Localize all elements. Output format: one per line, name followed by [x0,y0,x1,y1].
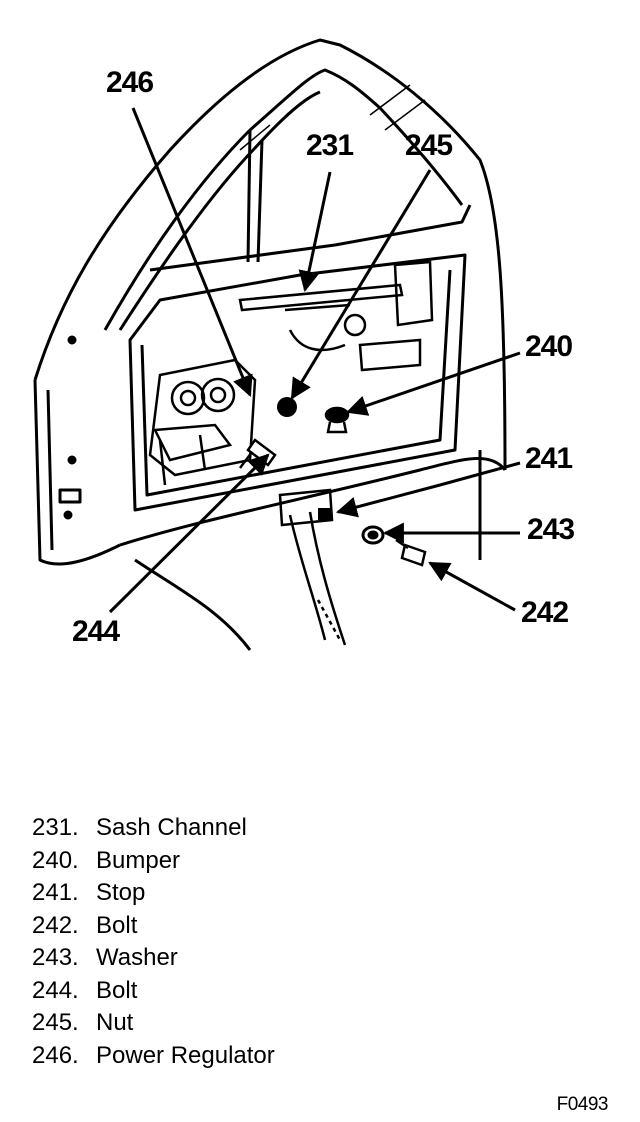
power-regulator [148,358,257,486]
parts-legend: 231. Sash Channel 240. Bumper 241. Stop … [32,812,452,1072]
callout-240: 240 [525,330,573,363]
legend-item: 241. Stop [32,877,452,910]
legend-name: Washer [96,944,178,971]
leader-246 [131,107,253,397]
lower-channel [278,488,347,646]
callout-245: 245 [405,129,453,162]
legend-number: 245. [32,1009,79,1036]
callout-243: 243 [527,513,575,546]
callout-242: 242 [521,596,569,629]
leader-245 [290,169,432,400]
legend-item: 245. Nut [32,1007,452,1040]
sash-channel [238,260,434,372]
callout-246: 246 [106,66,154,99]
legend-number: 240. [32,846,79,874]
legend-name: Sash Channel [96,814,247,841]
leader-lines [108,107,521,614]
legend-item: 242. Bolt [32,910,452,943]
legend-number: 241. [32,879,79,906]
legend-item: 244. Bolt [32,975,452,1008]
legend-item: 246. Power Regulator [32,1040,452,1073]
washer [361,525,385,545]
legend-name: Nut [96,1009,134,1036]
legend-number: 246. [32,1041,79,1069]
legend-item: 243. Washer [32,942,452,975]
leader-241 [335,461,521,518]
legend-number: 231. [32,814,79,841]
leader-240 [346,351,521,416]
legend-name: Bolt [96,976,138,1004]
legend-number: 243. [32,944,79,971]
legend-number: 244. [32,976,79,1004]
nut [277,397,297,417]
legend-name: Bolt [96,911,138,939]
legend-item: 231. Sash Channel [32,812,452,845]
figure-id: F0493 [556,1094,609,1115]
stop [318,508,332,520]
callout-231: 231 [306,129,354,162]
legend-name: Stop [96,879,146,906]
callout-244: 244 [72,615,120,648]
legend-number: 242. [32,911,79,939]
legend-name: Power Regulator [96,1041,275,1069]
leader-231 [298,171,332,293]
legend-name: Bumper [96,846,181,874]
leader-242 [428,561,516,612]
legend-item: 240. Bumper [32,845,452,878]
bumper [324,406,350,434]
leader-244 [108,453,270,614]
callout-241: 241 [525,442,573,475]
bolt-242 [395,538,427,567]
door-assembly-diagram [33,38,521,651]
